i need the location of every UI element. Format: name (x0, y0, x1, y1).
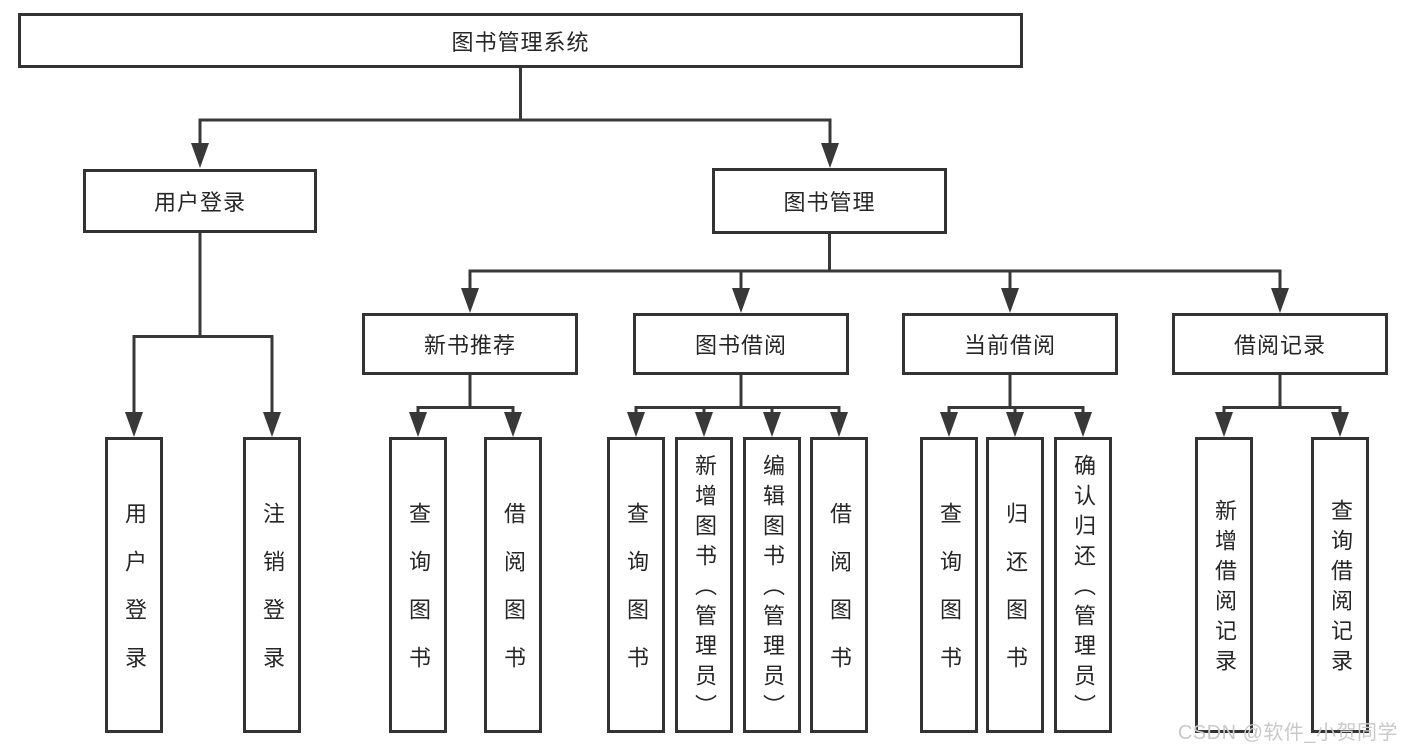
leaf-label: 借阅图书 (827, 502, 852, 694)
leaf-label: 用户登录 (122, 502, 147, 694)
leaf-label: 注销登录 (260, 502, 285, 694)
arrowhead (1271, 288, 1289, 313)
leaf-label: 查询图书 (624, 502, 649, 694)
arrowhead (191, 143, 209, 168)
leaf-add-borrow-record: 新增借阅记录 (1195, 437, 1253, 733)
leaf-user-login: 用户登录 (105, 437, 163, 733)
arrowhead (1001, 288, 1019, 313)
connector-root-to-level2 (191, 68, 839, 168)
leaf-borrow-books-recommend: 借阅图书 (484, 437, 542, 733)
node-label: 借阅记录 (1233, 333, 1326, 358)
leaf-label: 借阅图书 (501, 502, 526, 694)
connector-current-borrowing-to-leaves (940, 375, 1092, 437)
leaf-label: 查询图书 (406, 502, 431, 694)
node-label: 图书管理系统 (451, 29, 590, 55)
connector-book-management-to-level3 (461, 234, 1289, 313)
arrowhead (695, 412, 713, 437)
node-label: 图书管理 (783, 190, 876, 215)
connector-book-borrowing-to-leaves (627, 375, 848, 437)
leaf-confirm-return-admin: 确认归还（管理员） (1054, 437, 1112, 733)
node-new-book-recommendation: 新书推荐 (362, 313, 578, 375)
leaf-return-books: 归还图书 (986, 437, 1044, 733)
leaf-query-books-current: 查询图书 (920, 437, 978, 733)
leaf-label: 新增借阅记录 (1212, 499, 1237, 679)
leaf-label: 新增图书（管理员） (692, 454, 717, 724)
arrowhead (1006, 412, 1024, 437)
node-book-borrowing: 图书借阅 (633, 313, 849, 375)
arrowhead (627, 412, 645, 437)
arrowhead (504, 412, 522, 437)
node-label: 图书借阅 (694, 333, 787, 358)
leaf-add-book-admin: 新增图书（管理员） (675, 437, 733, 733)
node-label: 当前借阅 (963, 333, 1056, 358)
leaf-label: 查询图书 (937, 502, 962, 694)
node-user-login: 用户登录 (83, 169, 317, 233)
arrowhead (125, 412, 143, 437)
node-book-management: 图书管理 (712, 168, 947, 234)
leaf-query-books-recommend: 查询图书 (389, 437, 447, 733)
arrowhead (409, 412, 427, 437)
arrowhead (1215, 412, 1233, 437)
leaf-borrow-books: 借阅图书 (810, 437, 868, 733)
arrowhead (263, 412, 281, 437)
arrowhead (461, 288, 479, 313)
arrowhead (763, 412, 781, 437)
connector-user-login-to-leaves (125, 233, 281, 437)
leaf-edit-book-admin: 编辑图书（管理员） (743, 437, 801, 733)
arrowhead (821, 143, 839, 168)
arrowhead (1331, 412, 1349, 437)
connector-new-book-to-leaves (409, 375, 522, 437)
leaf-label: 编辑图书（管理员） (760, 454, 785, 724)
leaf-label: 查询借阅记录 (1328, 499, 1353, 679)
leaf-query-books-borrowing: 查询图书 (607, 437, 665, 733)
arrowhead (940, 412, 958, 437)
node-label: 新书推荐 (423, 333, 516, 358)
leaf-query-borrow-record: 查询借阅记录 (1311, 437, 1369, 733)
node-current-borrowing: 当前借阅 (902, 313, 1118, 375)
arrowhead (830, 412, 848, 437)
node-label: 用户登录 (153, 190, 246, 215)
node-borrowing-records: 借阅记录 (1172, 313, 1388, 375)
node-library-management-system: 图书管理系统 (18, 13, 1023, 68)
leaf-label: 确认归还（管理员） (1071, 454, 1096, 724)
leaf-label: 归还图书 (1003, 502, 1028, 694)
leaf-logout: 注销登录 (243, 437, 301, 733)
connector-borrowing-records-to-leaves (1215, 375, 1349, 437)
csdn-watermark: CSDN @软件_小贺同学 (1177, 722, 1398, 744)
arrowhead (732, 288, 750, 313)
arrowhead (1074, 412, 1092, 437)
